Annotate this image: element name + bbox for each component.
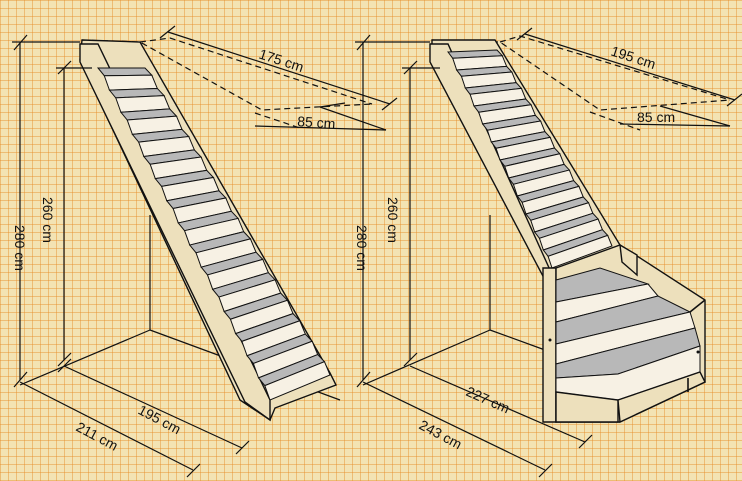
left-outer-run-label: 211 cm — [74, 419, 121, 454]
left-dimensions — [12, 25, 398, 478]
left-inner-stringer — [79, 43, 271, 422]
left-floor-opening — [81, 37, 373, 129]
right-winder-section — [542, 243, 706, 424]
left-step-riser — [264, 361, 331, 401]
right-straight-steps — [447, 49, 613, 269]
right-room-lines — [362, 215, 546, 386]
right-top-width-label: 85 cm — [637, 109, 675, 125]
right-floor-height-label: 260 cm — [385, 197, 401, 243]
left-step-riser — [103, 74, 159, 91]
right-outer-run-label: 243 cm — [417, 417, 465, 453]
right-total-height-label: 280 cm — [354, 225, 370, 271]
left-steps — [96, 67, 331, 401]
left-top-width-label: 85 cm — [297, 113, 336, 132]
left-staircase: 175 cm 85 cm 280 cm 260 cm 195 cm 211 cm — [12, 25, 398, 478]
left-total-height-label: 280 cm — [12, 225, 28, 271]
right-step-riser — [547, 234, 613, 269]
right-staircase: 195 cm 85 cm 280 cm 260 cm 227 cm 243 cm — [354, 27, 742, 478]
left-top-run-label: 175 cm — [257, 46, 306, 75]
left-step-tread — [96, 67, 153, 77]
left-floor-height-label: 260 cm — [40, 197, 56, 243]
right-dimensions — [355, 27, 742, 478]
right-inner-run-label: 227 cm — [464, 383, 512, 416]
left-inner-run-label: 195 cm — [136, 402, 184, 438]
